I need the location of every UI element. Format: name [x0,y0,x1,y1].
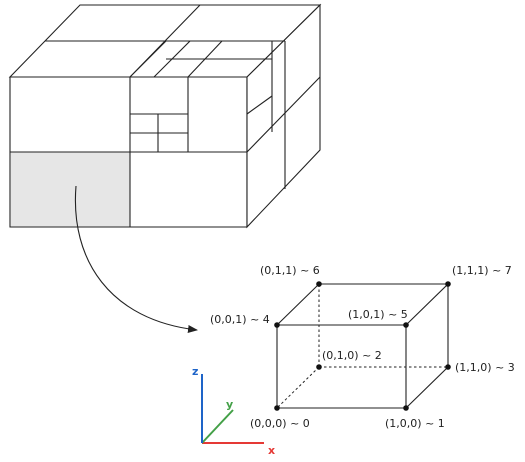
vertex-label-3: (1,1,0) ~ 3 [455,361,515,374]
sub-cube-top-face [128,40,192,78]
vertex-7 [445,281,451,287]
cube-right-back-edges [405,284,449,409]
cube-top-back-edges [276,283,450,326]
y-axis-line [201,409,234,444]
x-axis-label: x [268,444,275,457]
subdivided-octant [128,40,273,152]
hidden-edge-2-0 [276,366,320,409]
unit-cube: (0,0,0) ~ 0 (1,0,0) ~ 1 (0,1,0) ~ 2 (1,1… [210,264,515,430]
right-horizontal-split [246,76,321,153]
vertex-label-2: (0,1,0) ~ 2 [322,349,382,362]
vertex-label-6: (0,1,1) ~ 6 [260,264,320,277]
vertex-2 [316,364,322,370]
vertex-label-0: (0,0,0) ~ 0 [250,417,310,430]
vertex-5 [403,322,409,328]
vertex-label-4: (0,0,1) ~ 4 [210,313,270,326]
vertex-1 [403,405,409,411]
vertex-0 [274,405,280,411]
y-axis-label: y [226,398,233,411]
z-axis-label: z [192,365,198,378]
highlighted-octant [10,152,131,227]
vertex-label-1: (1,0,0) ~ 1 [385,417,445,430]
coordinate-axes: x y z [192,365,275,457]
vertex-6 [316,281,322,287]
octree-cube [8,3,322,229]
sub-right-mid [246,95,273,115]
cube-right-face [246,3,321,229]
vertex-4 [274,322,280,328]
vertex-label-5: (1,0,1) ~ 5 [348,308,408,321]
vertex-3 [445,364,451,370]
vertex-label-7: (1,1,1) ~ 7 [452,264,512,277]
curved-arrow [74,185,198,333]
